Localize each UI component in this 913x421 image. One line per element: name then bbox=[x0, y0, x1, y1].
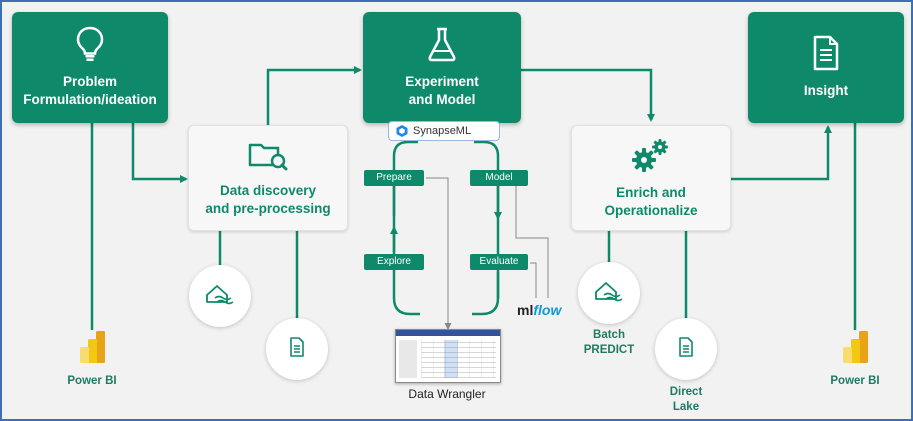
mlflow-ml-text: ml bbox=[517, 302, 534, 318]
data-wrangler-caption: Data Wrangler bbox=[408, 387, 486, 401]
data-wrangler-thumbnail bbox=[395, 329, 501, 383]
gears-icon bbox=[631, 137, 671, 178]
direct-lake-caption: Direct Lake bbox=[669, 386, 703, 413]
file-icon bbox=[289, 336, 305, 362]
discovery-file-circle bbox=[266, 318, 328, 380]
loop-left bbox=[392, 140, 420, 316]
arrow-experiment-to-enrich bbox=[521, 68, 655, 122]
data-discovery-label: Data discovery and pre-processing bbox=[205, 182, 331, 216]
powerbi-left-caption: Power BI bbox=[67, 375, 117, 387]
document-icon bbox=[812, 35, 840, 76]
mlflow-link-evaluate bbox=[530, 262, 537, 298]
insight-box: Insight bbox=[748, 12, 904, 123]
step-model: Model bbox=[470, 170, 528, 186]
arrow-discovery-to-experiment bbox=[266, 66, 362, 125]
synapseml-icon bbox=[395, 124, 409, 138]
powerbi-right-caption: Power BI bbox=[830, 375, 880, 387]
powerbi-left-icon bbox=[77, 330, 107, 364]
experiment-model-box: Experiment and Model bbox=[363, 12, 521, 123]
arrow-enrich-to-insight bbox=[731, 125, 832, 181]
experiment-model-label: Experiment and Model bbox=[405, 74, 479, 107]
arrow-problem-to-discovery bbox=[131, 123, 188, 183]
flask-icon bbox=[427, 26, 457, 67]
lakehouse-icon bbox=[594, 280, 624, 307]
powerbi-right-icon bbox=[840, 330, 870, 364]
step-prepare: Prepare bbox=[364, 170, 424, 186]
loop-right bbox=[472, 140, 500, 316]
problem-formulation-box: Problem Formulation/ideation bbox=[12, 12, 168, 123]
discovery-lakehouse-circle bbox=[189, 265, 251, 327]
file-icon bbox=[678, 336, 694, 362]
lakehouse-icon bbox=[205, 283, 235, 310]
data-discovery-box: Data discovery and pre-processing bbox=[188, 125, 348, 231]
insight-label: Insight bbox=[803, 83, 849, 98]
problem-formulation-label: Problem Formulation/ideation bbox=[23, 74, 157, 107]
batch-predict-circle bbox=[578, 262, 640, 324]
direct-lake-circle bbox=[655, 318, 717, 380]
enrich-operationalize-label: Enrich and Operationalize bbox=[604, 184, 698, 218]
folder-search-icon bbox=[248, 139, 288, 176]
enrich-operationalize-box: Enrich and Operationalize bbox=[571, 125, 731, 231]
step-evaluate: Evaluate bbox=[470, 254, 528, 270]
mlflow-link-model bbox=[515, 178, 549, 298]
batch-predict-caption: Batch PREDICT bbox=[583, 329, 635, 356]
step-explore: Explore bbox=[364, 254, 424, 270]
synapseml-badge: SynapseML bbox=[388, 121, 500, 141]
wrangler-pointer bbox=[426, 177, 452, 330]
lightbulb-icon bbox=[76, 26, 104, 67]
mlflow-flow-text: flow bbox=[533, 302, 562, 318]
mlflow-logo: mlflow bbox=[517, 302, 561, 318]
synapseml-label: SynapseML bbox=[413, 125, 472, 137]
